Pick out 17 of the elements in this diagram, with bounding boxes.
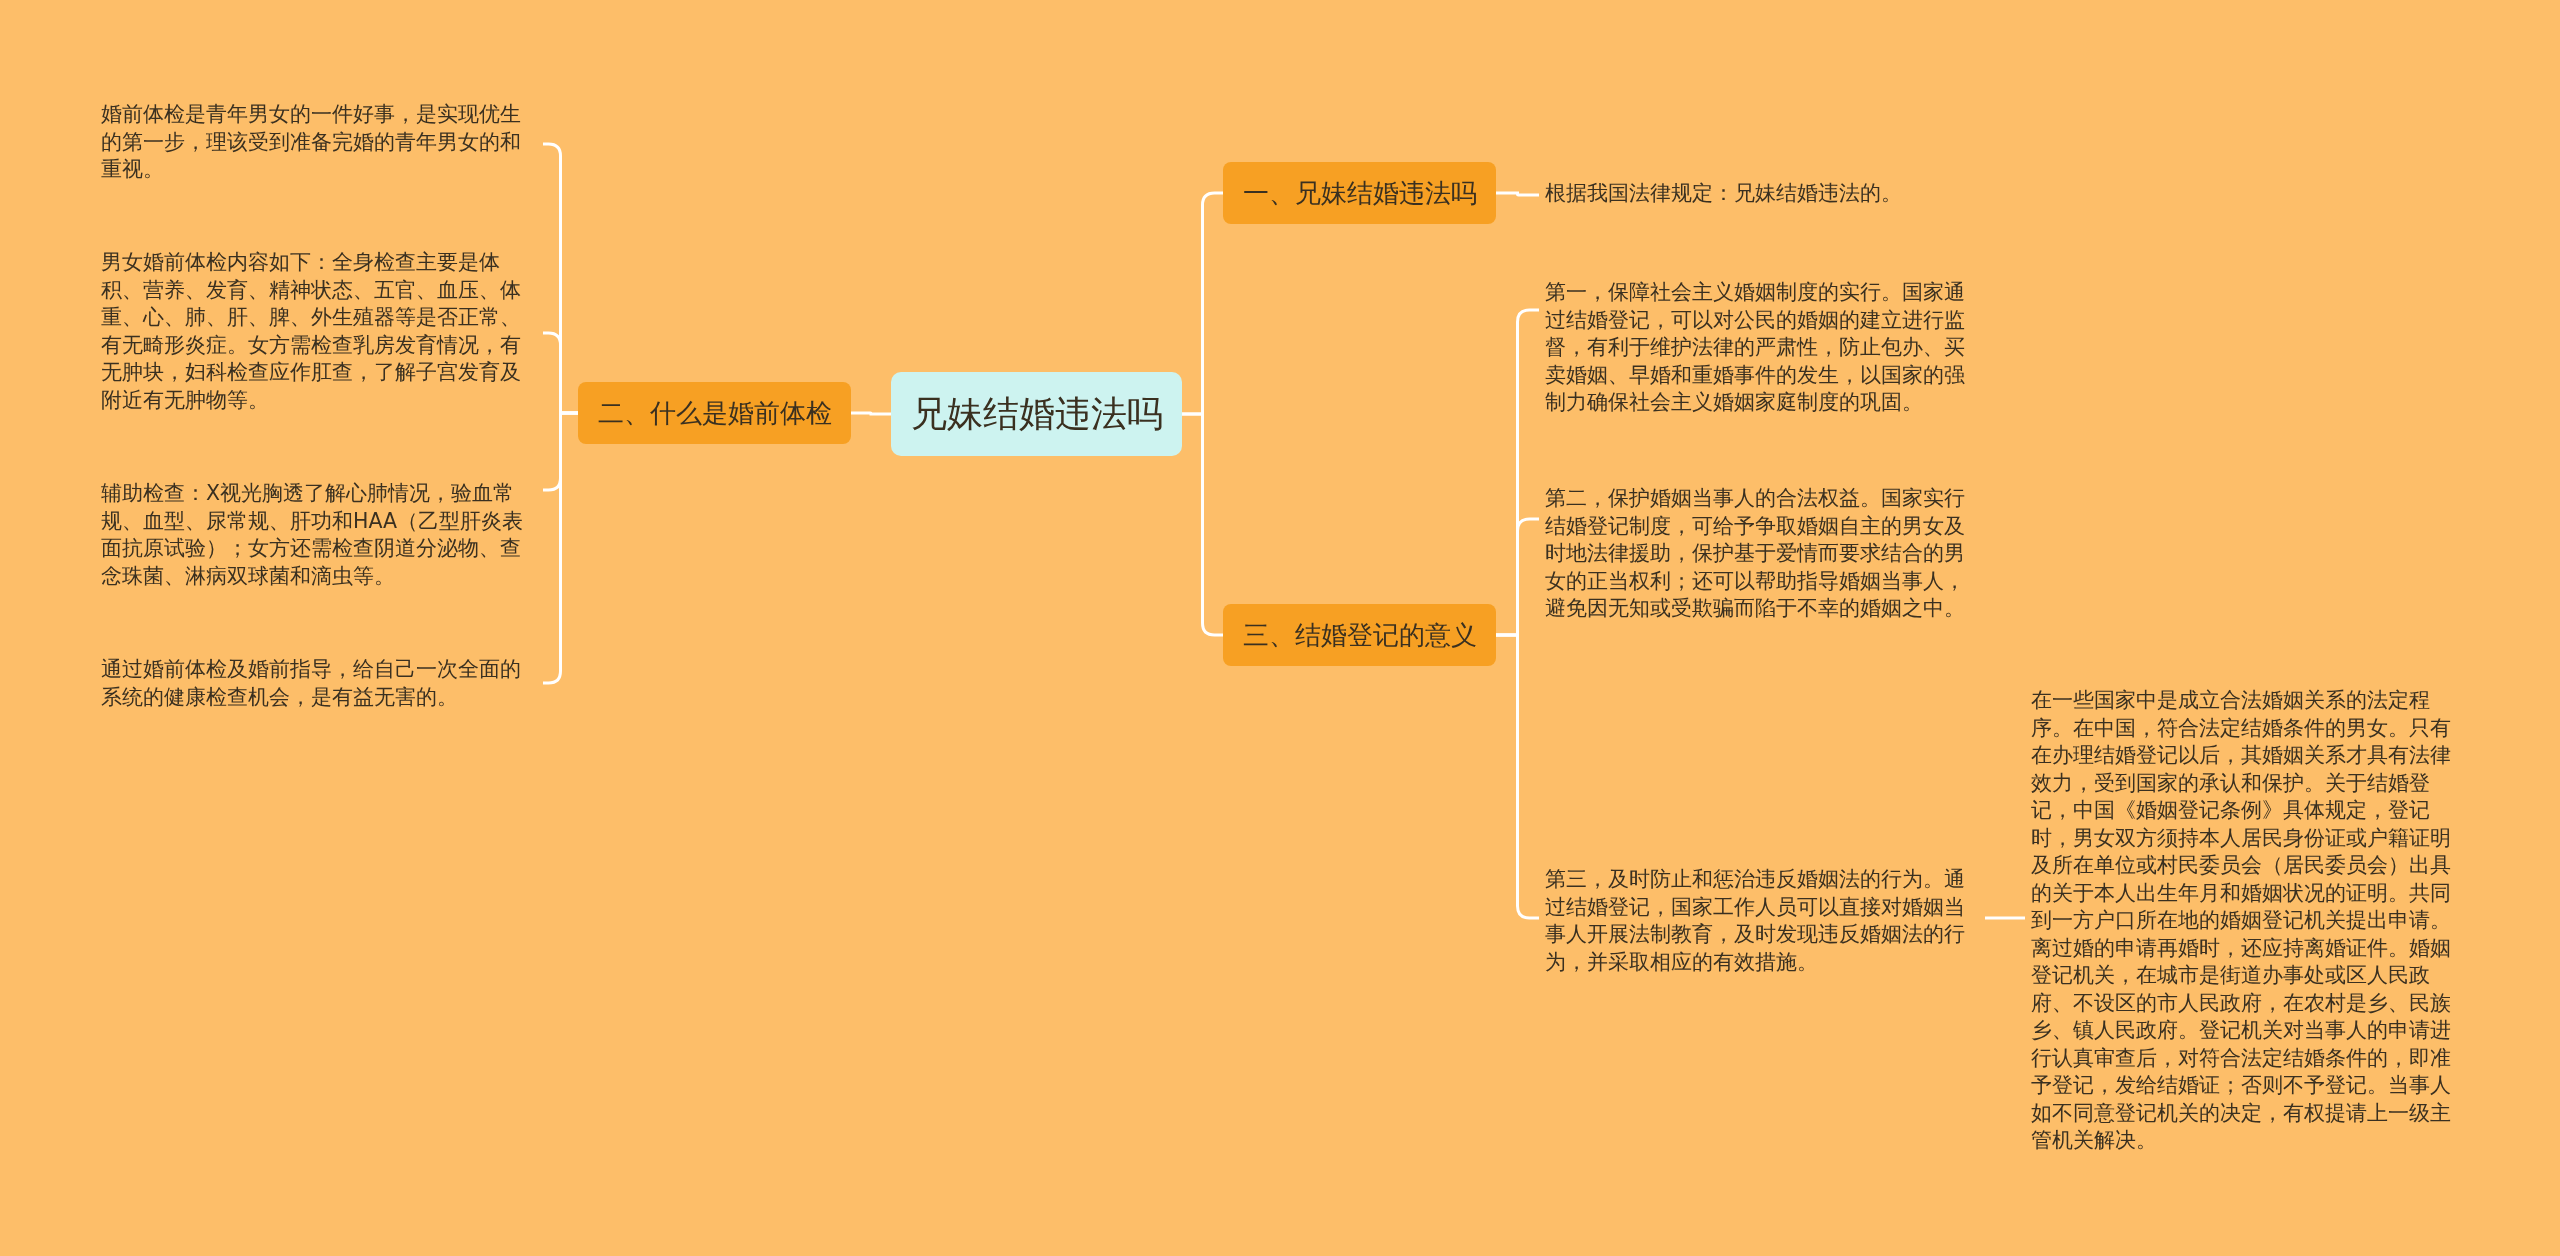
connector-line — [1985, 916, 2025, 920]
connector-line — [851, 411, 891, 416]
topic-box: 二、什么是婚前体检 — [578, 382, 851, 444]
note-text: 根据我国法律规定：兄妹结婚违法的。 — [1545, 180, 2005, 208]
note-text: 男女婚前体检内容如下：全身检查主要是体积、营养、发育、精神状态、五官、血压、体重、心、肺、肝、脾、外生殖器等是否正常、有无畸形炎症。女方需检查乳房发育情况，有无肿块，妇科检查应作肛查，了解子宫发育及附近有无肿物等。 — [101, 249, 535, 414]
note-text: 第二，保护婚姻当事人的合法权益。国家实行结婚登记制度，可给予争取婚姻自主的男女及时地法律援助，保护基于爱情而要求结合的男女的正当权利；还可以帮助指导婚姻当事人，避免因无知或受欺骗而陷于不幸的婚姻之中。 — [1545, 485, 1979, 623]
topic-box: 一、兄妹结婚违法吗 — [1223, 162, 1496, 224]
note-text: 在一些国家中是成立合法婚姻关系的法定程序。在中国，符合法定结婚条件的男女。只有在办理结婚登记以后，其婚姻关系才具有法律效力，受到国家的承认和保护。关于结婚登记，中国《婚姻登记条例》具体规定，登记时，男女双方须持本人居民身份证或户籍证明及所在单位或村民委员会（居民委员会）出具的关于本人出生年月和婚姻状况的证明。共同到一方户口所在地的婚姻登记机关提出申请。离过婚的申请再婚时，还应持离婚证件。婚姻登记机关，在城市是街道办事处或区人民政府、不设区的市人民政府，在农村是乡、民族乡、镇人民政府。登记机关对当事人的申请进行认真审查后，对符合法定结婚条件的，即准予登记，发给结婚证；否则不予登记。当事人如不同意登记机关的决定，有权提请上一级主管机关解决。 — [2031, 687, 2465, 1155]
note-text: 辅助检查：X视光胸透了解心肺情况，验血常规、血型、尿常规、肝功和HAA（乙型肝炎表面抗原试验）；女方还需检查阴道分泌物、查念珠菌、淋病双球菌和滴虫等。 — [101, 480, 535, 590]
central-topic-box: 兄妹结婚违法吗 — [891, 372, 1182, 456]
note-text: 第三，及时防止和惩治违反婚姻法的行为。通过结婚登记，国家工作人员可以直接对婚姻当事人开展法制教育，及时发现违反婚姻法的行为，并采取相应的有效措施。 — [1545, 866, 1979, 976]
connector-line — [1496, 191, 1539, 197]
connector-line — [1182, 412, 1223, 637]
note-text: 通过婚前体检及婚前指导，给自己一次全面的系统的健康检查机会，是有益无害的。 — [101, 656, 535, 711]
note-text: 婚前体检是青年男女的一件好事，是实现优生的第一步，理该受到准备完婚的青年男女的和重视。 — [101, 101, 535, 184]
topic-box: 三、结婚登记的意义 — [1223, 604, 1496, 666]
note-text: 第一，保障社会主义婚姻制度的实行。国家通过结婚登记，可以对公民的婚姻的建立进行监督，有利于维护法律的严肃性，防止包办、买卖婚姻、早婚和重婚事件的发生，以国家的强制力确保社会主义婚姻家庭制度的巩固。 — [1545, 279, 1979, 417]
